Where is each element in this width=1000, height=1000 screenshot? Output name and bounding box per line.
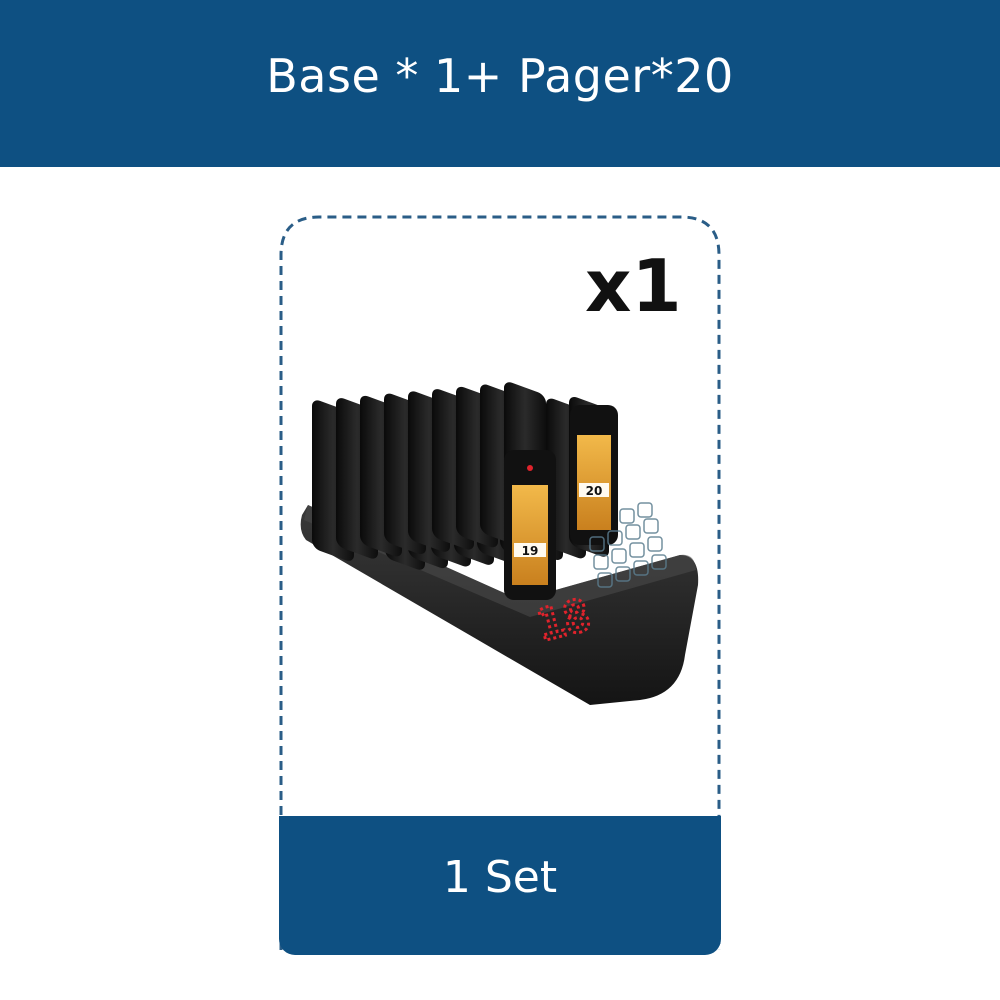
pager-20-number: 20 [586, 484, 603, 498]
banner-title: Base * 1+ Pager*20 [266, 48, 734, 103]
dashed-border [279, 215, 721, 950]
product-card [279, 215, 721, 955]
set-count-label: 1 Set [442, 852, 558, 903]
quantity-label: x1 [585, 244, 682, 328]
title-banner: Base * 1+ Pager*20 [0, 0, 1000, 167]
pager-20: 20 [570, 405, 618, 545]
product-image: 19 20 18 [300, 382, 699, 705]
pager-19: 19 [504, 450, 556, 600]
keypad [589, 502, 667, 588]
pager-19-number: 19 [522, 544, 539, 558]
card-footer: 1 Set [279, 816, 721, 955]
